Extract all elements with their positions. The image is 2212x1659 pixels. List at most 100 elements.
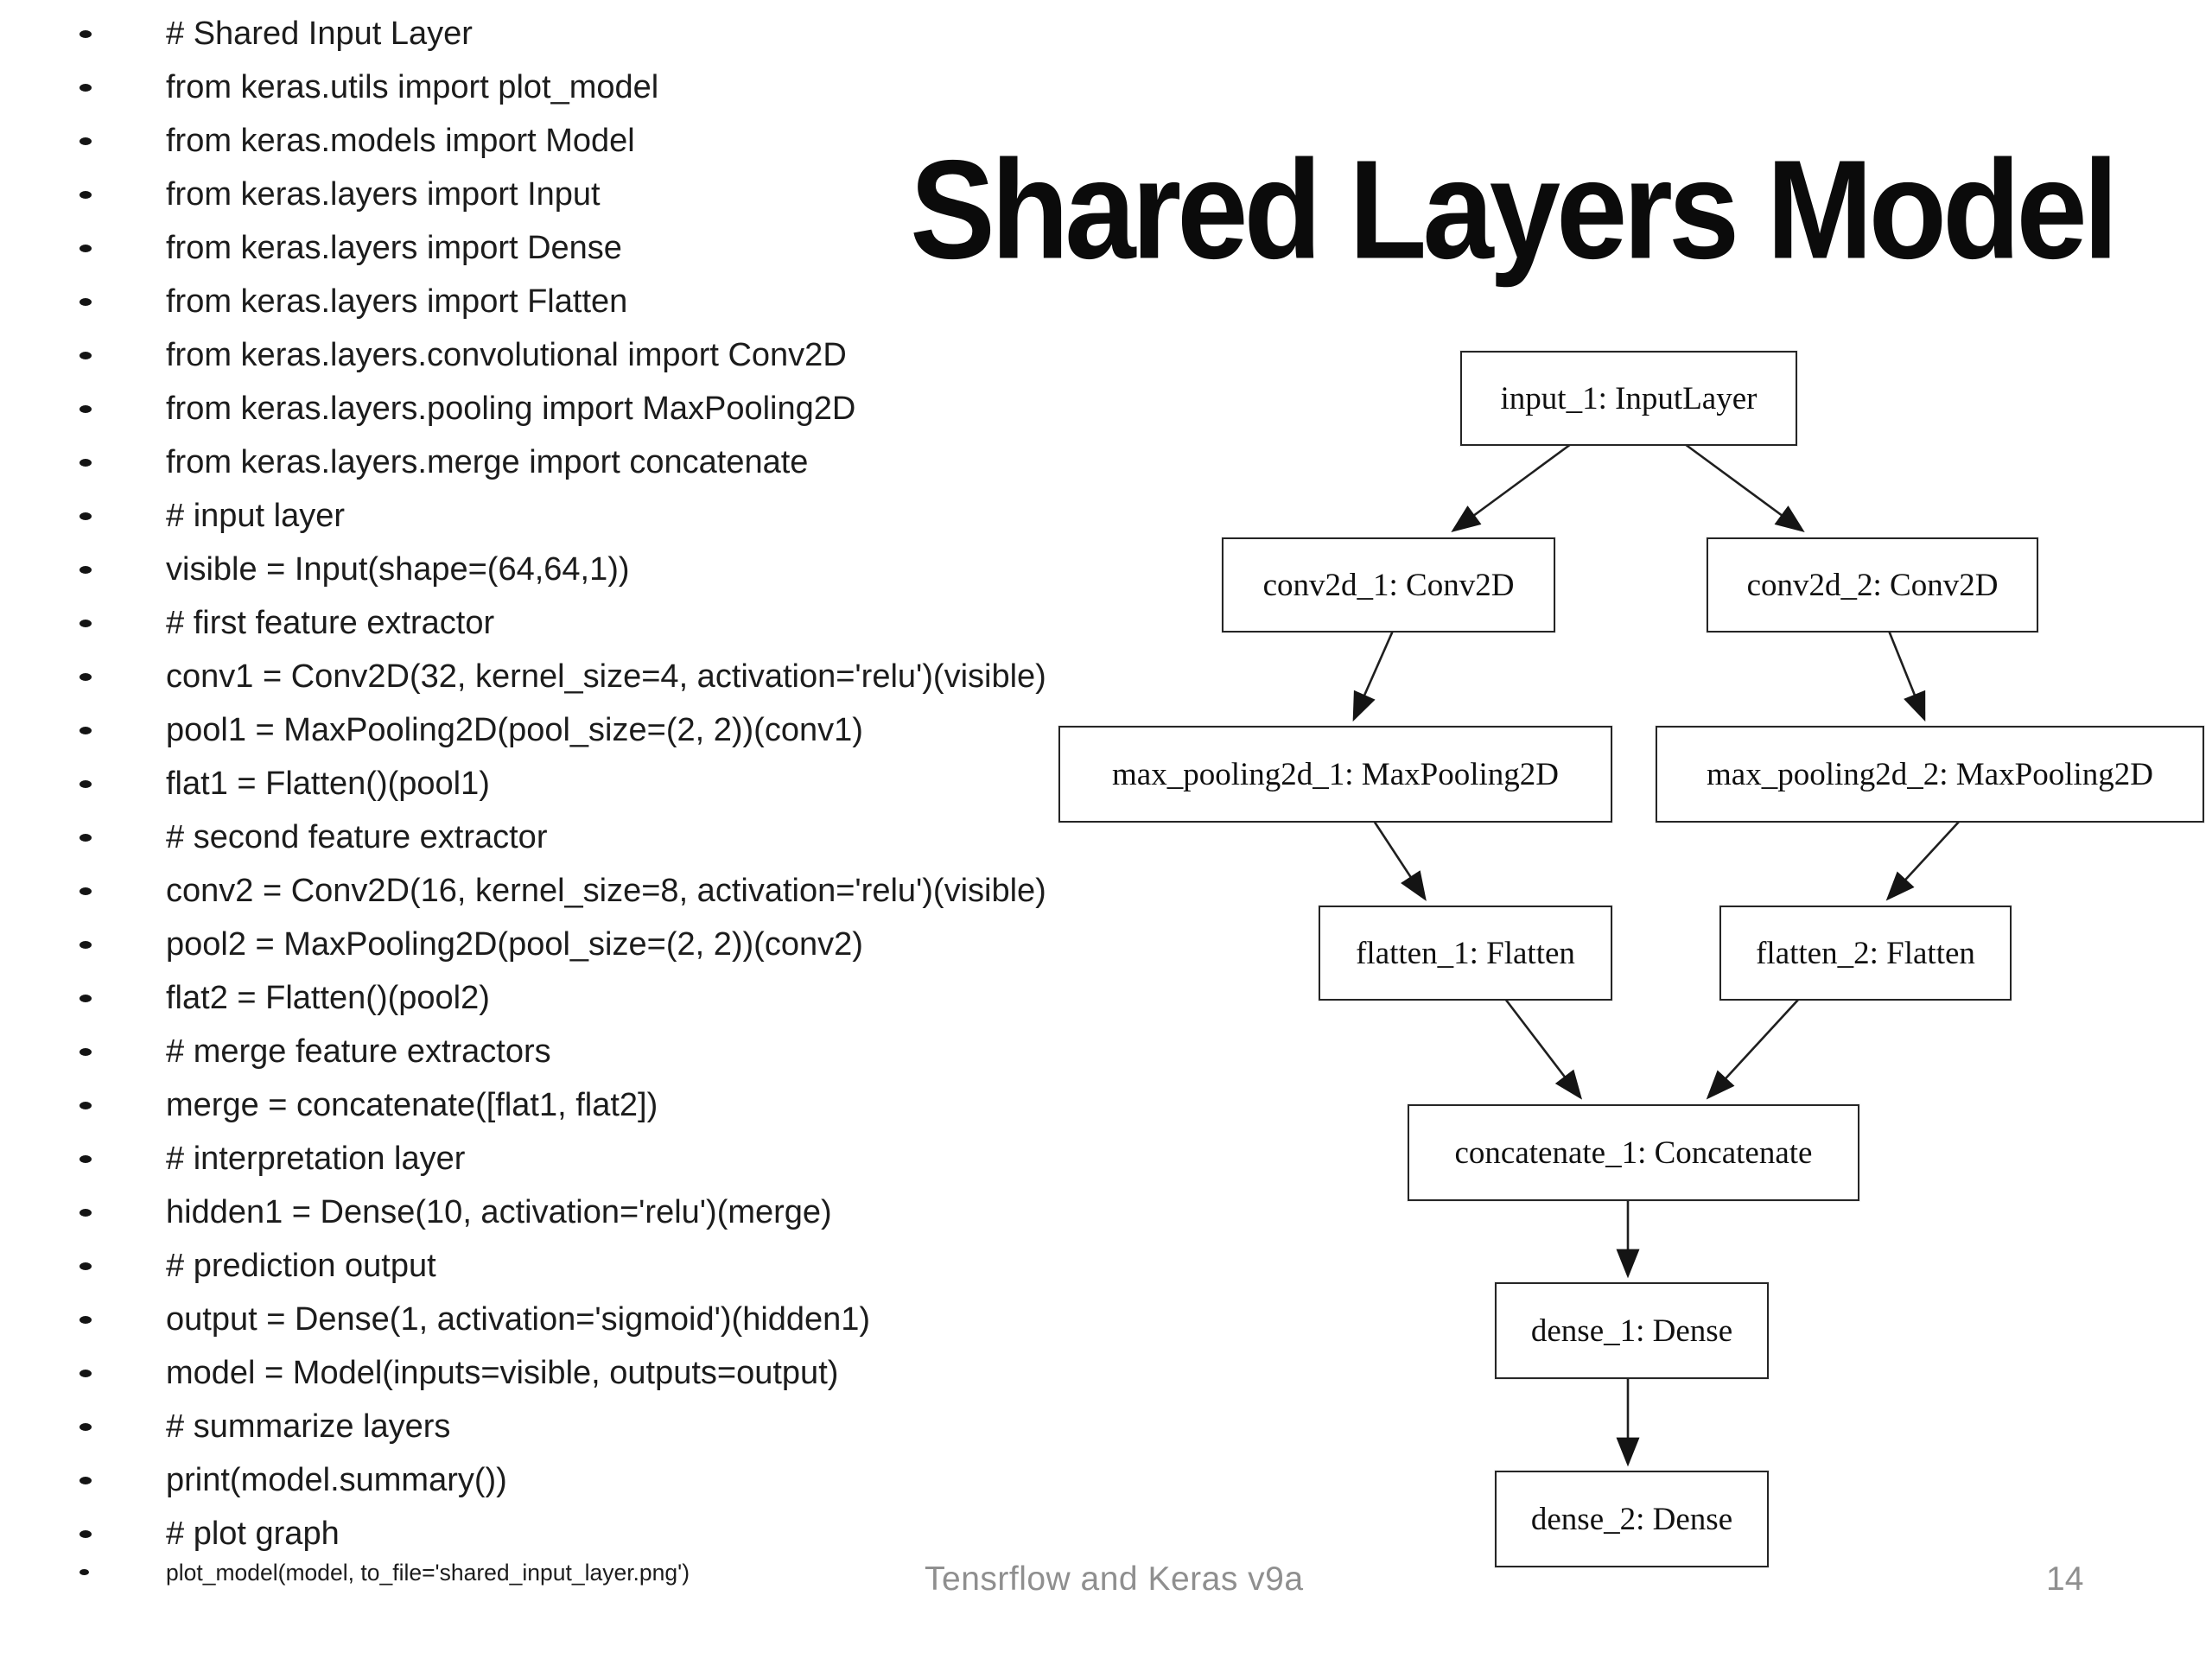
code-line: flat1 = Flatten()(pool1) — [69, 757, 1054, 810]
diagram-node-dense-2: dense_2: Dense — [1495, 1471, 1769, 1567]
code-line-text: from keras.utils import plot_model — [166, 69, 659, 105]
node-label: max_pooling2d_2: MaxPooling2D — [1707, 756, 2153, 792]
code-line-text: from keras.layers import Flatten — [166, 283, 628, 320]
code-line: conv2 = Conv2D(16, kernel_size=8, activa… — [69, 864, 1054, 918]
bullet-icon — [79, 566, 92, 574]
node-label: dense_2: Dense — [1530, 1501, 1733, 1537]
bullet-icon — [79, 1316, 92, 1324]
code-line: # first feature extractor — [69, 596, 1054, 650]
edge-input-conv2 — [1684, 442, 1805, 532]
code-line-text: # first feature extractor — [166, 605, 495, 641]
code-line-text: flat2 = Flatten()(pool2) — [166, 980, 490, 1016]
code-line-text: # input layer — [166, 498, 346, 534]
code-line: from keras.utils import plot_model — [69, 60, 1054, 114]
edge-conv2-mp2 — [1887, 630, 1926, 722]
code-line: from keras.layers import Flatten — [69, 275, 1054, 328]
code-line-text: from keras.layers import Dense — [166, 230, 622, 266]
page-title: Shared Layers Model — [910, 131, 2119, 289]
code-line-text: # summarize layers — [166, 1408, 451, 1445]
diagram-node-flatten-2: flatten_2: Flatten — [1719, 906, 2012, 1001]
diagram-node-dense-1: dense_1: Dense — [1495, 1282, 1769, 1379]
code-line: plot_model(model, to_file='shared_input_… — [69, 1557, 1054, 1593]
bullet-icon — [79, 1155, 92, 1163]
edge-mp2-flat2 — [1885, 820, 1961, 901]
code-line: print(model.summary()) — [69, 1453, 1054, 1507]
code-line: pool2 = MaxPooling2D(pool_size=(2, 2))(c… — [69, 918, 1054, 971]
code-line: from keras.models import Model — [69, 114, 1054, 168]
footer-text: Tensrflow and Keras v9a — [925, 1560, 1304, 1598]
bullet-icon — [79, 1423, 92, 1431]
code-line: from keras.layers.convolutional import C… — [69, 328, 1054, 382]
node-label: conv2d_2: Conv2D — [1746, 567, 1999, 603]
node-label: flatten_2: Flatten — [1756, 935, 1975, 971]
bullet-icon — [79, 1569, 89, 1575]
bullet-icon — [79, 1209, 92, 1217]
node-label: flatten_1: Flatten — [1356, 935, 1575, 971]
bullet-icon — [79, 405, 92, 413]
page-number: 14 — [2046, 1560, 2084, 1598]
bullet-icon — [79, 673, 92, 681]
code-line: from keras.layers.merge import concatena… — [69, 435, 1054, 489]
code-line-text: conv2 = Conv2D(16, kernel_size=8, activa… — [166, 873, 1046, 909]
code-line: # input layer — [69, 489, 1054, 543]
node-label: conv2d_1: Conv2D — [1262, 567, 1515, 603]
node-label: concatenate_1: Concatenate — [1454, 1135, 1813, 1171]
code-line-text: pool1 = MaxPooling2D(pool_size=(2, 2))(c… — [166, 712, 863, 748]
bullet-icon — [79, 727, 92, 734]
code-line-text: conv1 = Conv2D(32, kernel_size=4, activa… — [166, 658, 1046, 695]
bullet-icon — [79, 191, 92, 199]
node-label: input_1: InputLayer — [1500, 380, 1758, 416]
code-line-text: # second feature extractor — [166, 819, 548, 855]
code-line: from keras.layers import Input — [69, 168, 1054, 221]
bullet-icon — [79, 887, 92, 895]
code-line-text: output = Dense(1, activation='sigmoid')(… — [166, 1301, 871, 1338]
bullet-icon — [79, 995, 92, 1002]
bullet-icon — [79, 30, 92, 38]
code-line: model = Model(inputs=visible, outputs=ou… — [69, 1346, 1054, 1400]
bullet-icon — [79, 1530, 92, 1538]
diagram-node-flatten-1: flatten_1: Flatten — [1319, 906, 1612, 1001]
diagram-node-input-1: input_1: InputLayer — [1460, 351, 1797, 446]
bullet-icon — [79, 1102, 92, 1109]
diagram-node-concatenate-1: concatenate_1: Concatenate — [1408, 1104, 1859, 1201]
code-line-text: # prediction output — [166, 1248, 436, 1284]
code-line-text: from keras.layers import Input — [166, 176, 601, 213]
code-line: # prediction output — [69, 1239, 1054, 1293]
code-line-text: # merge feature extractors — [166, 1033, 551, 1070]
code-line-text: pool2 = MaxPooling2D(pool_size=(2, 2))(c… — [166, 926, 863, 963]
bullet-icon — [79, 1048, 92, 1056]
bullet-icon — [79, 352, 92, 359]
code-line-text: from keras.layers.merge import concatena… — [166, 444, 809, 480]
code-line: from keras.layers.pooling import MaxPool… — [69, 382, 1054, 435]
code-line: flat2 = Flatten()(pool2) — [69, 971, 1054, 1025]
code-line-text: from keras.layers.pooling import MaxPool… — [166, 391, 856, 427]
code-line: merge = concatenate([flat1, flat2]) — [69, 1078, 1054, 1132]
code-line-text: visible = Input(shape=(64,64,1)) — [166, 551, 630, 588]
code-listing: # Shared Input Layer from keras.utils im… — [69, 7, 1054, 1631]
bullet-icon — [79, 298, 92, 306]
code-line-text: from keras.layers.convolutional import C… — [166, 337, 847, 373]
bullet-icon — [79, 1477, 92, 1484]
diagram-node-max-pooling2d-1: max_pooling2d_1: MaxPooling2D — [1058, 726, 1612, 823]
edge-flat2-concat — [1706, 998, 1800, 1100]
node-label: dense_1: Dense — [1530, 1313, 1733, 1349]
bullet-icon — [79, 459, 92, 467]
code-line-text: # Shared Input Layer — [166, 16, 473, 52]
bullet-icon — [79, 1262, 92, 1270]
code-line-text: hidden1 = Dense(10, activation='relu')(m… — [166, 1194, 832, 1230]
code-line: # summarize layers — [69, 1400, 1054, 1453]
code-line-text: plot_model(model, to_file='shared_input_… — [166, 1560, 690, 1586]
code-line: output = Dense(1, activation='sigmoid')(… — [69, 1293, 1054, 1346]
code-line: pool1 = MaxPooling2D(pool_size=(2, 2))(c… — [69, 703, 1054, 757]
bullet-icon — [79, 620, 92, 627]
code-line-text: flat1 = Flatten()(pool1) — [166, 766, 490, 802]
code-line-text: # interpretation layer — [166, 1141, 466, 1177]
code-line-text: from keras.models import Model — [166, 123, 635, 159]
code-line-text: model = Model(inputs=visible, outputs=ou… — [166, 1355, 839, 1391]
diagram-node-conv2d-1: conv2d_1: Conv2D — [1222, 537, 1555, 632]
code-line: # interpretation layer — [69, 1132, 1054, 1185]
code-line: conv1 = Conv2D(32, kernel_size=4, activa… — [69, 650, 1054, 703]
